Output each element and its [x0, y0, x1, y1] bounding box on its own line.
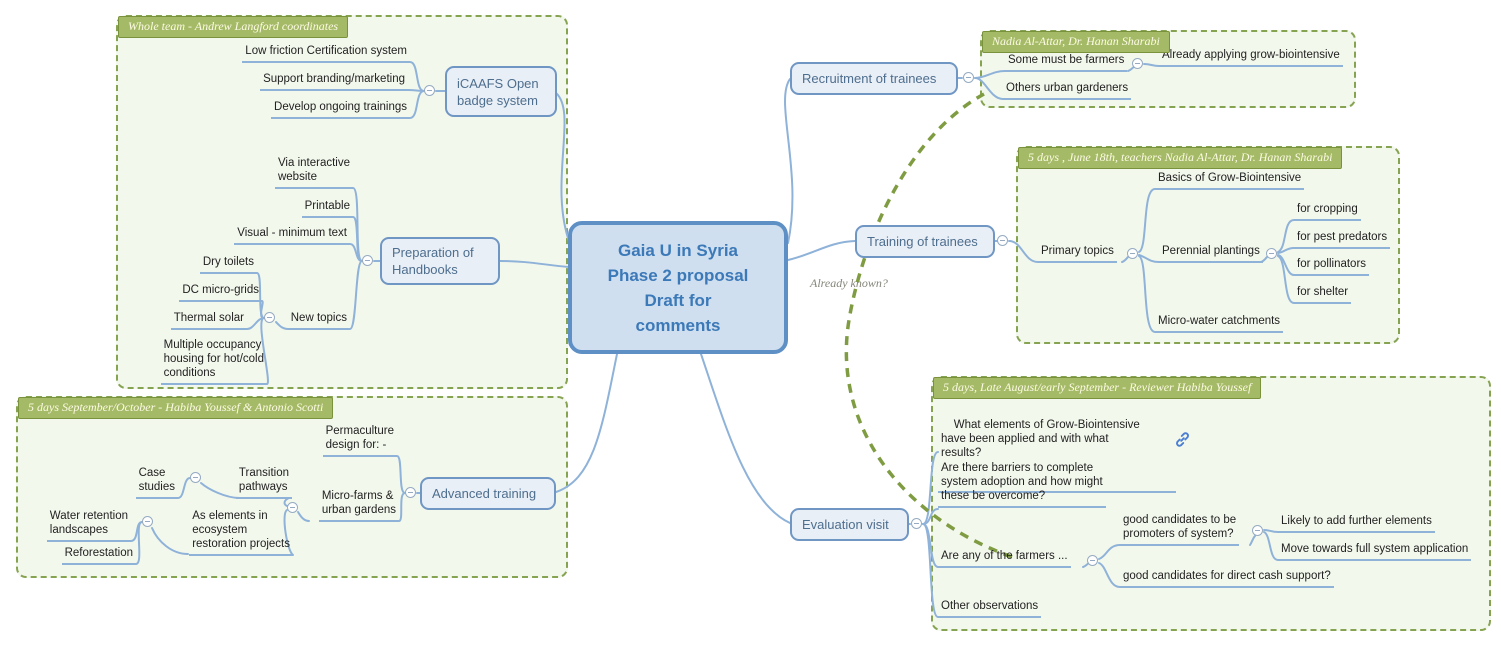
node-some-must-be-farmers[interactable]: Some must be farmers — [1005, 53, 1128, 72]
collapse-handle[interactable] — [287, 502, 298, 513]
node-dry-toilets[interactable]: Dry toilets — [199, 255, 257, 274]
node-what-elements-applied[interactable]: What elements of Grow-Biointensive have … — [938, 404, 1189, 493]
collapse-handle[interactable] — [424, 85, 435, 96]
node-new-topics[interactable]: New topics — [287, 311, 350, 330]
hyperlink-icon[interactable] — [1155, 417, 1189, 447]
node-micro-water-catchments[interactable]: Micro-water catchments — [1155, 314, 1284, 333]
collapse-handle[interactable] — [362, 255, 373, 266]
collapse-handle[interactable] — [997, 235, 1008, 246]
node-for-pollinators[interactable]: for pollinators — [1294, 257, 1370, 276]
group-label-whole-team[interactable]: Whole team - Andrew Langford coordinates — [118, 16, 349, 38]
node-for-cropping[interactable]: for cropping — [1294, 202, 1361, 221]
collapse-handle[interactable] — [142, 516, 153, 527]
node-for-shelter[interactable]: for shelter — [1294, 285, 1352, 304]
node-others-urban-gardeners[interactable]: Others urban gardeners — [1003, 81, 1132, 100]
node-basics-grow-biointensive[interactable]: Basics of Grow-Biointensive — [1155, 171, 1305, 190]
node-already-applying-grow-biointensive[interactable]: Already applying grow-biointensive — [1159, 48, 1343, 67]
node-for-pest-predators[interactable]: for pest predators — [1294, 230, 1391, 249]
node-water-retention-landscapes[interactable]: Water retention landscapes — [46, 509, 131, 542]
node-evaluation-visit[interactable]: Evaluation visit — [790, 508, 909, 541]
node-recruitment-of-trainees[interactable]: Recruitment of trainees — [790, 62, 958, 95]
node-training-of-trainees[interactable]: Training of trainees — [855, 225, 995, 258]
root-node[interactable]: Gaia U in Syria Phase 2 proposal Draft f… — [568, 221, 788, 354]
arrow-label-already-known: Already known? — [810, 276, 888, 290]
group-label-advanced-training[interactable]: 5 days September/October - Habiba Yousse… — [18, 397, 334, 419]
node-ecosystem-restoration[interactable]: As elements in ecosystem restoration pro… — [189, 509, 293, 556]
node-case-studies[interactable]: Case studies — [135, 466, 178, 499]
collapse-handle[interactable] — [190, 472, 201, 483]
node-printable[interactable]: Printable — [301, 199, 353, 218]
node-visual-minimum-text[interactable]: Visual - minimum text — [234, 226, 350, 245]
already-known-arrow — [844, 92, 1013, 559]
group-box-training — [1016, 146, 1400, 344]
node-icaafs-open-badge-system[interactable]: iCAAFS Open badge system — [445, 66, 557, 117]
node-via-interactive-website[interactable]: Via interactive website — [274, 156, 353, 189]
collapse-handle[interactable] — [1127, 248, 1138, 259]
group-label-training[interactable]: 5 days , June 18th, teachers Nadia Al-At… — [1018, 147, 1343, 169]
node-advanced-training[interactable]: Advanced training — [420, 477, 556, 510]
group-label-recruitment[interactable]: Nadia Al-Attar, Dr. Hanan Sharabi — [982, 31, 1170, 53]
group-box-evaluation — [931, 376, 1491, 631]
node-dc-micro-grids[interactable]: DC micro-grids — [179, 283, 262, 302]
node-likely-add-further-elements[interactable]: Likely to add further elements — [1278, 514, 1435, 533]
node-thermal-solar[interactable]: Thermal solar — [170, 311, 247, 330]
collapse-handle[interactable] — [405, 487, 416, 498]
collapse-handle[interactable] — [911, 518, 922, 529]
collapse-handle[interactable] — [1132, 58, 1143, 69]
node-move-towards-full-system[interactable]: Move towards full system application — [1278, 542, 1472, 561]
node-transition-pathways[interactable]: Transition pathways — [235, 466, 292, 499]
collapse-handle[interactable] — [963, 72, 974, 83]
node-permaculture-design[interactable]: Permaculture design for: - — [322, 424, 397, 457]
node-primary-topics[interactable]: Primary topics — [1038, 244, 1117, 263]
node-preparation-of-handbooks[interactable]: Preparation of Handbooks — [380, 237, 500, 285]
node-good-candidates-promoters[interactable]: good candidates to be promoters of syste… — [1120, 513, 1240, 546]
collapse-handle[interactable] — [1266, 248, 1277, 259]
collapse-handle[interactable] — [1252, 525, 1263, 536]
node-barriers-to-adoption[interactable]: Are there barriers to complete system ad… — [938, 461, 1106, 508]
group-label-evaluation[interactable]: 5 days, Late August/early September - Re… — [933, 377, 1262, 399]
node-low-friction-certification[interactable]: Low friction Certification system — [242, 44, 410, 63]
node-perennial-plantings[interactable]: Perennial plantings — [1159, 244, 1263, 263]
node-multiple-occupancy-housing[interactable]: Multiple occupancy housing for hot/cold … — [160, 338, 267, 385]
what-elements-text: What elements of Grow-Biointensive have … — [941, 419, 1140, 459]
node-candidates-direct-cash-support[interactable]: good candidates for direct cash support? — [1120, 569, 1334, 588]
node-support-branding-marketing[interactable]: Support branding/marketing — [260, 72, 408, 91]
collapse-handle[interactable] — [1087, 555, 1098, 566]
node-other-observations[interactable]: Other observations — [938, 599, 1042, 618]
node-develop-ongoing-trainings[interactable]: Develop ongoing trainings — [271, 100, 410, 119]
node-micro-farms-urban-gardens[interactable]: Micro-farms & urban gardens — [318, 489, 399, 522]
node-are-any-of-the-farmers[interactable]: Are any of the farmers ... — [938, 549, 1071, 568]
node-reforestation[interactable]: Reforestation — [61, 546, 136, 565]
collapse-handle[interactable] — [264, 312, 275, 323]
